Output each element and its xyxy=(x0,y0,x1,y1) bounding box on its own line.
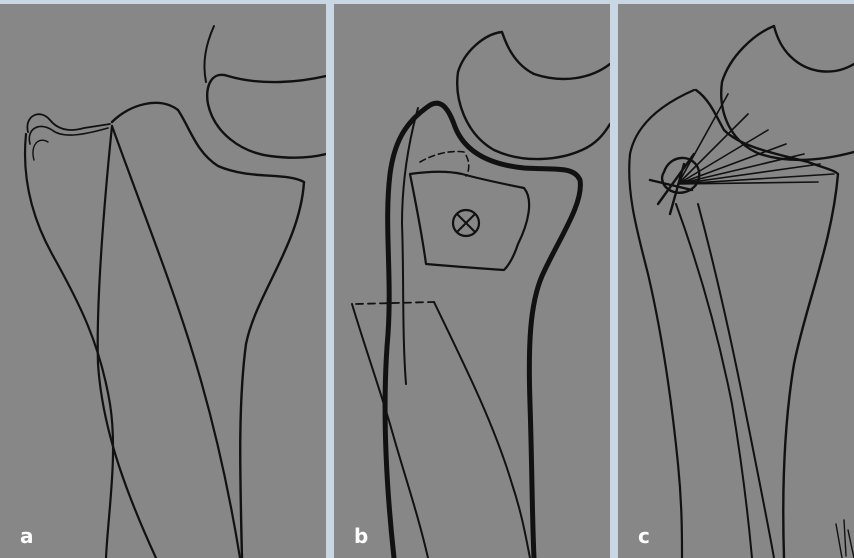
bone-window xyxy=(410,172,529,270)
fibula-outline xyxy=(629,90,694,558)
fibula-outline xyxy=(25,134,113,558)
patella-outline xyxy=(207,75,326,158)
patella-inner-line xyxy=(204,26,214,82)
graft-wedge xyxy=(352,302,530,558)
panel-a-label: a xyxy=(20,526,34,546)
shaft-line-2 xyxy=(112,126,240,558)
panel-c-drawing xyxy=(618,4,854,558)
patella-outline xyxy=(457,32,610,159)
panel-a-drawing xyxy=(0,4,326,558)
panel-a: a xyxy=(0,4,326,558)
panel-c: c xyxy=(618,4,854,558)
patella-outline xyxy=(721,26,854,160)
bone-inner-line xyxy=(402,108,418,384)
circled-x-cross xyxy=(457,214,475,232)
panel-c-label: c xyxy=(638,526,650,546)
shaft-line-1 xyxy=(98,126,156,558)
shaft-line-2 xyxy=(698,204,774,558)
panel-b: b xyxy=(334,4,610,558)
bottom-marks xyxy=(836,520,854,558)
panel-b-drawing xyxy=(334,4,610,558)
bone-outline xyxy=(385,103,580,558)
graft-dashed-line xyxy=(356,302,434,304)
panel-b-label: b xyxy=(354,526,368,546)
tuberosity-scribble-3 xyxy=(33,140,48,160)
shaft-line-1 xyxy=(676,204,752,558)
suture-strands xyxy=(678,94,834,184)
tibia-outline xyxy=(112,103,304,558)
tuberosity-scribble-1 xyxy=(27,114,110,132)
